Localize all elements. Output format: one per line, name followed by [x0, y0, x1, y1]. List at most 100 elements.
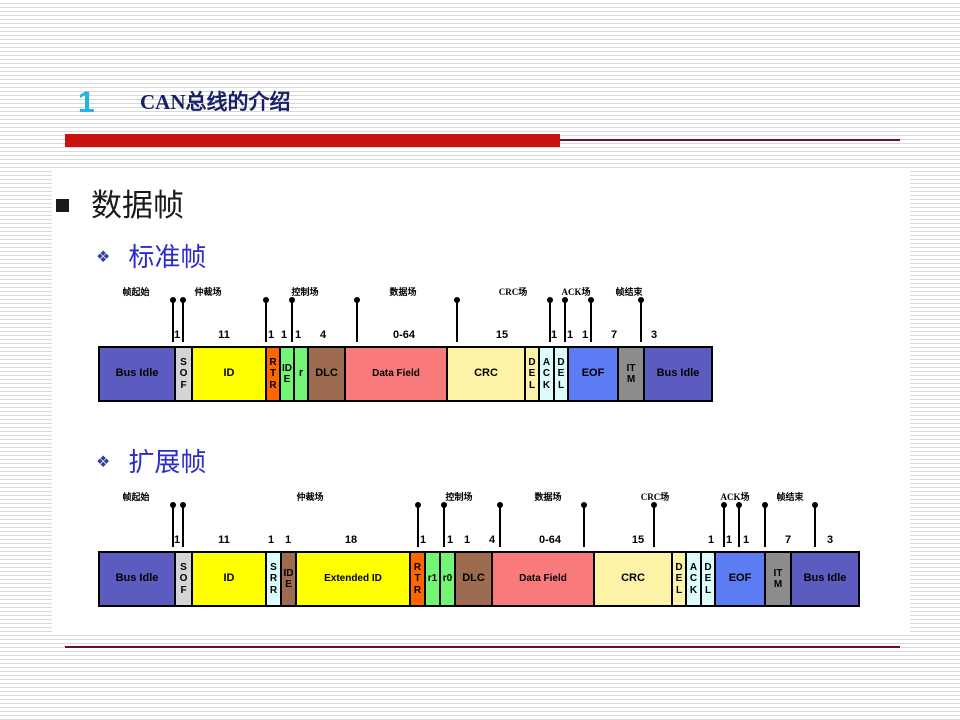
ext-bit-count-7: 1	[463, 534, 471, 546]
std-group-label-1: 仲裁场	[194, 287, 222, 297]
ext-segment-crc: CRC	[593, 551, 673, 607]
std-segment-label-4: IDE	[282, 362, 292, 385]
ext-segment-label-7: r1	[427, 573, 438, 585]
ext-tick-2	[415, 502, 421, 547]
bullet-data-frame-label: 数据帧	[91, 188, 184, 223]
ext-tick-7	[721, 502, 727, 547]
tick-dot-icon	[415, 502, 421, 508]
std-tick-6	[547, 297, 553, 342]
std-segment-bus-idle: Bus Idle	[98, 346, 176, 402]
ext-group-label-3: 数据场	[534, 492, 562, 502]
std-tick-3	[289, 297, 295, 342]
square-bullet-icon	[56, 199, 69, 212]
ext-segment-bus-idle: Bus Idle	[790, 551, 860, 607]
ext-group-label-0: 帧起始	[122, 492, 150, 502]
ext-tick-5	[581, 502, 587, 547]
std-segment-label-9: DEL	[528, 357, 536, 391]
ext-segment-label-9: DLC	[462, 572, 485, 585]
ext-segment-label-2: ID	[223, 572, 235, 585]
std-tick-5	[454, 297, 460, 342]
ext-bit-count-6: 1	[446, 534, 454, 546]
std-segment-del: DEL	[553, 346, 569, 402]
tick-dot-icon	[736, 502, 742, 508]
ext-segment-itm: ITM	[764, 551, 792, 607]
std-segment-label-10: ACK	[542, 357, 551, 391]
ext-bit-count-5: 1	[419, 534, 427, 546]
tick-dot-icon	[180, 502, 186, 508]
ext-bit-count-8: 4	[488, 534, 496, 546]
std-group-label-5: ACK场	[561, 287, 591, 297]
tick-dot-icon	[588, 297, 594, 303]
tick-dot-icon	[547, 297, 553, 303]
ext-segment-label-14: DEL	[704, 562, 712, 596]
std-bit-count-12: 3	[650, 329, 658, 341]
ext-bit-count-13: 1	[742, 534, 750, 546]
std-group-label-6: 帧结束	[615, 287, 643, 297]
std-segment-label-8: CRC	[474, 367, 498, 380]
ext-group-label-5: ACK场	[720, 492, 750, 502]
ext-segment-label-4: IDE	[283, 567, 294, 590]
std-segment-label-7: Data Field	[372, 367, 420, 379]
bottom-rule	[65, 646, 900, 648]
tick-dot-icon	[581, 502, 587, 508]
std-segment-bus-idle: Bus Idle	[643, 346, 713, 402]
std-tick-2	[263, 297, 269, 342]
std-bit-count-1: 11	[218, 329, 230, 341]
ext-segment-label-13: ACK	[689, 562, 698, 596]
ext-bit-count-9: 0-64	[538, 534, 562, 546]
tick-dot-icon	[497, 502, 503, 508]
std-segment-label-3: RTR	[269, 357, 277, 391]
std-segment-label-1: SOF	[179, 357, 188, 391]
tick-dot-icon	[812, 502, 818, 508]
std-bit-count-0: 1	[173, 329, 181, 341]
tick-dot-icon	[170, 502, 176, 508]
std-tick-9	[638, 297, 644, 342]
tick-dot-icon	[354, 297, 360, 303]
ext-segment-label-3: SRR	[269, 562, 278, 596]
ext-segment-label-1: SOF	[179, 562, 188, 596]
tick-dot-icon	[638, 297, 644, 303]
std-bit-count-7: 15	[495, 329, 509, 341]
tick-dot-icon	[263, 297, 269, 303]
ext-segment-id: ID	[191, 551, 267, 607]
std-segment-label-14: Bus Idle	[656, 367, 700, 380]
ext-tick-8	[736, 502, 742, 547]
ext-segment-label-10: Data Field	[519, 572, 567, 584]
std-segment-itm: ITM	[617, 346, 645, 402]
ext-segment-dlc: DLC	[454, 551, 493, 607]
std-bit-count-11: 7	[610, 329, 618, 341]
std-bit-count-4: 1	[294, 329, 302, 341]
ext-segment-bus-idle: Bus Idle	[98, 551, 176, 607]
std-bit-count-5: 4	[319, 329, 327, 341]
slide-title: CAN总线的介绍	[140, 90, 291, 114]
ext-segment-label-8: r0	[442, 573, 453, 585]
std-tick-0	[170, 297, 176, 342]
std-segment-rtr: RTR	[265, 346, 281, 402]
ext-tick-1	[180, 502, 186, 547]
ext-segment-data-field: Data Field	[491, 551, 595, 607]
std-tick-1	[180, 297, 186, 342]
tick-dot-icon	[721, 502, 727, 508]
ext-tick-10	[812, 502, 818, 547]
tick-dot-icon	[170, 297, 176, 303]
std-segment-id: ID	[191, 346, 267, 402]
bullet-standard-frame-label: 标准帧	[128, 243, 207, 272]
ext-segment-ide: IDE	[280, 551, 297, 607]
ext-segment-label-12: DEL	[675, 562, 683, 596]
ext-tick-6	[651, 502, 657, 547]
tick-dot-icon	[180, 297, 186, 303]
std-segment-label-5: r	[298, 367, 304, 380]
ext-bit-count-14: 7	[784, 534, 792, 546]
ext-bit-count-11: 1	[707, 534, 715, 546]
ext-bit-count-3: 1	[284, 534, 292, 546]
tick-dot-icon	[762, 502, 768, 508]
tick-dot-icon	[289, 297, 295, 303]
std-bit-count-8: 1	[550, 329, 558, 341]
std-tick-8	[588, 297, 594, 342]
ext-segment-label-0: Bus Idle	[115, 572, 159, 585]
std-tick-marks	[98, 297, 758, 342]
std-segment-label-13: ITM	[626, 362, 636, 385]
